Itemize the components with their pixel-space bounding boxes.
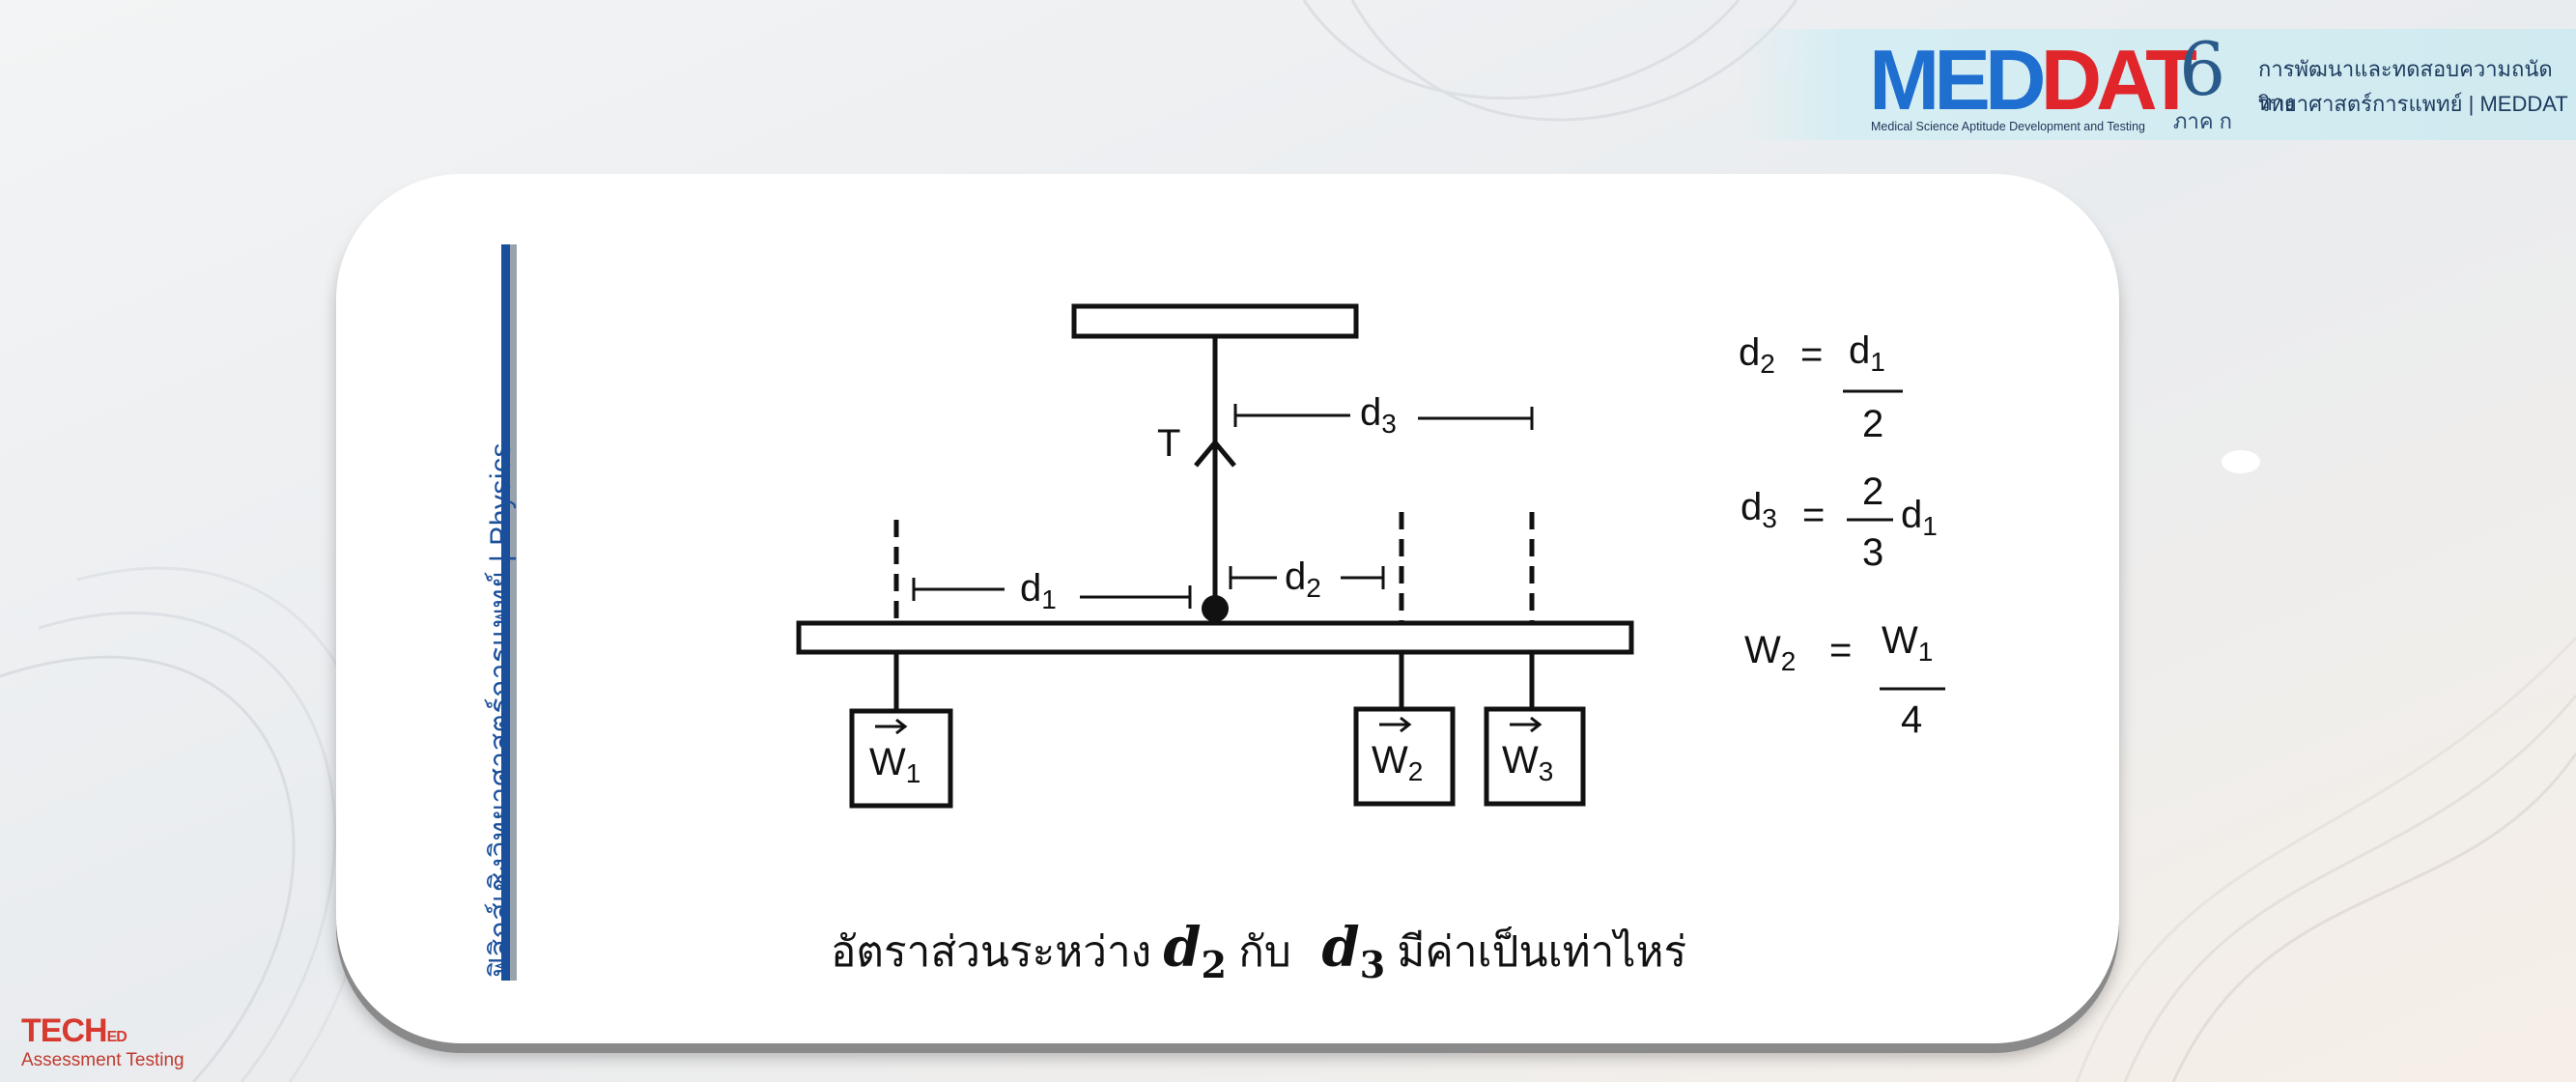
tension-label: T: [1157, 422, 1180, 465]
d1-dimension: d1: [912, 567, 1192, 614]
svg-text:3: 3: [1862, 531, 1883, 574]
svg-text:d2: d2: [1739, 331, 1775, 379]
header-tagline-line2: วิทยาศาสตร์การแพทย์ | MEDDAT: [2258, 92, 2568, 116]
svg-text:2: 2: [1862, 470, 1883, 513]
weight-w3: W3: [1484, 706, 1586, 807]
svg-text:W2: W2: [1372, 739, 1423, 786]
weight-w1: W1: [849, 708, 953, 809]
side-accent-bar: [501, 244, 510, 981]
svg-text:d3: d3: [1360, 391, 1397, 439]
subject-label: ฟิสิกส์เชิงวิทยาศาสตร์การแพทย์ | Physics: [485, 441, 517, 978]
d3-dimension: d3: [1233, 391, 1534, 439]
question-prefix: อัตราส่วนระหว่าง: [831, 928, 1152, 976]
d2-dimension: d2: [1229, 555, 1385, 603]
teched-logo: TECHED Assessment Testing: [21, 1014, 184, 1071]
svg-text:d3: d3: [1741, 486, 1777, 533]
weight-w2: W2: [1353, 706, 1456, 807]
teched-logo-wordmark: TECHED: [21, 1012, 127, 1049]
lever-diagram: T d1 d2 d3 W1 W2: [796, 303, 1945, 809]
tension-arrow: [1194, 439, 1236, 468]
svg-text:W1: W1: [869, 741, 920, 788]
question-suffix: มีค่าเป็นเท่าไหร่: [1397, 928, 1687, 976]
equation-w2: W2 = W1 4: [1744, 619, 1945, 741]
svg-text:2: 2: [1862, 403, 1883, 445]
beam: [796, 620, 1634, 655]
edition-number: 6: [2179, 26, 2226, 112]
svg-text:W3: W3: [1502, 739, 1553, 786]
question-middle: กับ: [1238, 928, 1291, 976]
svg-text:4: 4: [1901, 698, 1922, 741]
ceiling-support: [1071, 303, 1359, 339]
meddat-logo-subtitle: Medical Science Aptitude Development and…: [1871, 120, 2145, 133]
svg-text:=: =: [1800, 333, 1823, 376]
equation-d3: d3 = 2 3 d1: [1741, 470, 1938, 574]
header-tagline-line1: การพัฒนาและทดสอบความถนัดทาง: [2258, 57, 2553, 115]
svg-text:d1: d1: [1849, 329, 1885, 377]
svg-text:=: =: [1802, 494, 1825, 536]
pivot-point: [1202, 595, 1229, 622]
meddat-logo-wordmark: MEDDAT: [1869, 32, 2197, 128]
teched-logo-tagline: Assessment Testing: [21, 1050, 184, 1070]
equation-d2: d2 = d1 2: [1739, 329, 1903, 445]
meddat-logo: MEDDAT Medical Science Aptitude Developm…: [1869, 37, 2197, 143]
svg-text:W2: W2: [1744, 629, 1796, 676]
svg-text:=: =: [1829, 629, 1852, 671]
question-var-d3: d3: [1321, 916, 1386, 986]
svg-text:d2: d2: [1285, 555, 1321, 603]
svg-text:d1: d1: [1901, 494, 1938, 541]
question-text: อัตราส่วนระหว่าง d2 กับ d3 มีค่าเป็นเท่า…: [831, 916, 1686, 986]
svg-text:d1: d1: [1020, 567, 1057, 614]
header-brand-band: [1739, 29, 2576, 140]
question-var-d2: d2: [1163, 916, 1227, 986]
side-accent-bar-shadow: [510, 244, 517, 981]
svg-text:W1: W1: [1882, 619, 1933, 667]
edition-label: ภาค ก: [2173, 109, 2233, 133]
